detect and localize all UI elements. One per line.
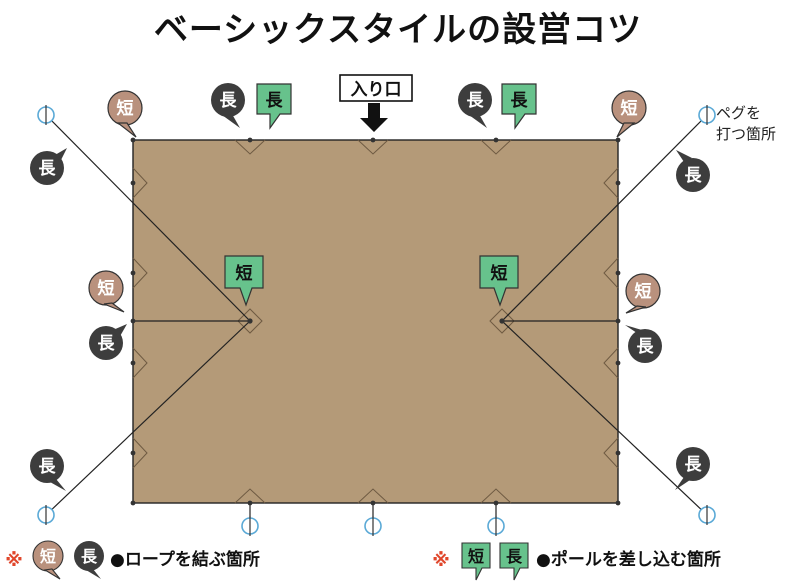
svg-text:長: 長 xyxy=(39,457,57,477)
bubble-short-left: 短 xyxy=(88,270,125,313)
svg-text:長: 長 xyxy=(467,91,485,111)
svg-text:短: 短 xyxy=(468,547,484,566)
bubble-long-right-top: 長 xyxy=(676,150,710,192)
legend-asterisk-left: ※ xyxy=(5,550,23,571)
peg-note: ペグを 打つ箇所 xyxy=(716,103,776,145)
bubble-short-top-right: 短 xyxy=(611,90,647,138)
svg-text:短: 短 xyxy=(40,547,56,566)
legend-graphics: ※ 短 長 ※ 短 長 xyxy=(5,540,529,581)
entrance-marker: 入り口 xyxy=(339,74,413,132)
peg-note-line-2: 打つ箇所 xyxy=(716,125,777,143)
bubble-long-top-right-1: 長 xyxy=(458,83,492,128)
svg-text:長: 長 xyxy=(637,337,655,357)
bubble-long-top-left-1: 長 xyxy=(211,83,245,128)
short-rope-bubbles: 短 短 短 短 xyxy=(88,90,661,314)
svg-text:短: 短 xyxy=(621,98,638,119)
grommets xyxy=(130,137,621,506)
pole-tags: 長 長 短 短 xyxy=(224,83,537,307)
bubble-long-left-top: 長 xyxy=(30,148,67,185)
svg-text:長: 長 xyxy=(98,334,116,354)
svg-text:短: 短 xyxy=(236,263,253,284)
svg-text:長: 長 xyxy=(506,547,523,566)
svg-text:長: 長 xyxy=(81,547,98,566)
entrance-label: 入り口 xyxy=(351,80,402,100)
legend-long-pole-icon: 長 xyxy=(499,542,529,581)
pole-tag-center-right: 短 xyxy=(479,255,519,307)
svg-text:短: 短 xyxy=(117,98,134,119)
svg-text:長: 長 xyxy=(220,91,238,111)
svg-text:長: 長 xyxy=(266,91,284,111)
bubble-long-right-bottom: 長 xyxy=(675,447,710,490)
bubble-long-left-bottom: 長 xyxy=(30,449,66,491)
diagram-title: ベーシックスタイルの設営コツ xyxy=(153,10,643,50)
legend-short-rope-icon: 短 xyxy=(32,540,64,580)
bubble-short-right: 短 xyxy=(625,273,661,314)
peg-note-line-1: ペグを xyxy=(716,104,762,122)
legend-short-pole-icon: 短 xyxy=(461,542,491,581)
bubble-short-top-left: 短 xyxy=(107,90,143,138)
svg-text:長: 長 xyxy=(685,455,703,475)
long-rope-bubbles: 長 長 長 長 長 長 長 長 xyxy=(30,83,710,491)
legend-long-rope-icon: 長 xyxy=(74,541,104,579)
pole-tag-top-left: 長 xyxy=(256,83,292,130)
legend-pole-text: ●ポールを差し込む箇所 xyxy=(536,550,721,570)
svg-text:短: 短 xyxy=(491,263,508,284)
svg-text:長: 長 xyxy=(685,166,703,186)
legend-asterisk-right: ※ xyxy=(432,550,450,571)
svg-text:長: 長 xyxy=(511,91,529,111)
svg-text:短: 短 xyxy=(635,281,652,302)
bubble-long-right-mid: 長 xyxy=(625,325,662,363)
rope-lines xyxy=(45,114,708,522)
svg-text:長: 長 xyxy=(39,159,57,179)
pole-tag-top-right: 長 xyxy=(501,83,537,130)
legend-rope-text: ●ロープを結ぶ箇所 xyxy=(110,550,260,570)
svg-text:短: 短 xyxy=(98,278,115,299)
entrance-arrow xyxy=(360,103,388,132)
pole-tag-center-left: 短 xyxy=(224,255,264,307)
bubble-long-left-mid: 長 xyxy=(89,324,127,360)
